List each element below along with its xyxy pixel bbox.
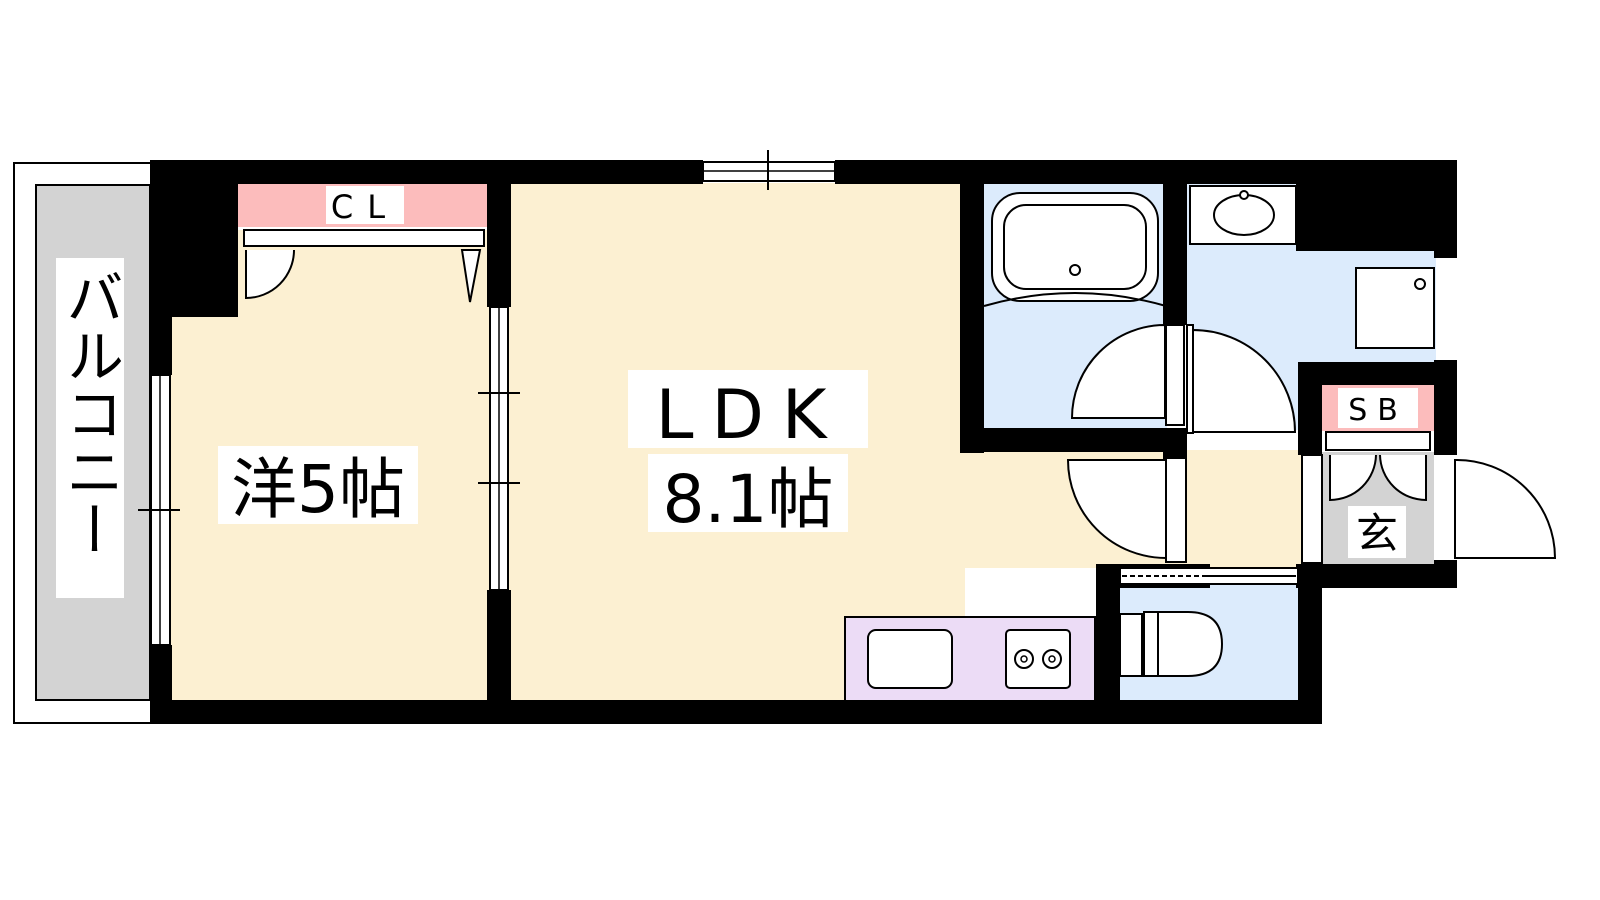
door-closet-right[interactable]: [460, 249, 482, 303]
shoebox-rail: [1325, 431, 1431, 451]
wall-bath-wash: [1163, 183, 1187, 325]
faucet-icon: [1239, 190, 1249, 200]
wall-entrance-bottom: [1296, 564, 1457, 588]
ldk-label: LDK: [656, 376, 845, 455]
ldk-area: 8.1帖: [663, 461, 834, 538]
balcony-label-bg: [56, 258, 124, 598]
wall-bath-bottom: [960, 428, 1175, 452]
shoebox-label: SB: [1348, 393, 1408, 428]
shoebox-label-bg: [1338, 388, 1418, 428]
wall-toilet-left: [1096, 564, 1120, 724]
burner-right-inner: [1048, 655, 1056, 663]
bedroom-label-bg: [218, 446, 418, 524]
wall-bedroom-ldk-top: [487, 183, 511, 307]
stove-panel: [1005, 629, 1071, 689]
doors: [245, 249, 1557, 560]
closet-rail: [243, 229, 485, 247]
toilet-tank: [1119, 613, 1143, 677]
door-shoebox-right[interactable]: [1379, 454, 1427, 502]
ldk-area-bg: [648, 454, 848, 532]
door-washroom[interactable]: [1192, 328, 1297, 433]
entrance-frame: [1301, 454, 1323, 564]
balcony-label: バルコニー: [56, 268, 124, 558]
wall-right: [1434, 160, 1457, 258]
wall-closet-pillar: [172, 183, 238, 317]
burner-right-icon: [1042, 649, 1062, 669]
washbasin-icon: [1213, 194, 1275, 236]
kitchen-sink-icon: [867, 629, 953, 689]
door-entrance[interactable]: [1454, 458, 1557, 559]
entrance-label-bg: [1348, 506, 1406, 558]
entrance-label: 玄: [1356, 509, 1398, 558]
closet-label: CL: [331, 188, 399, 226]
wall-left-upper: [150, 160, 172, 375]
ldk-label-bg: [628, 370, 868, 448]
walls: [150, 160, 1457, 724]
toilet-bowl-icon: [1143, 611, 1224, 677]
wall-bottom: [150, 700, 1322, 724]
burner-left-icon: [1014, 649, 1034, 669]
door-bathroom[interactable]: [1070, 323, 1166, 419]
door-bath-jamb: [1165, 324, 1185, 426]
burner-left-inner: [1020, 655, 1028, 663]
wall-top-left: [150, 160, 703, 184]
bathtub-drain-icon: [1069, 264, 1081, 276]
wall-bath-left: [960, 183, 984, 453]
wall-toilet-right: [1298, 586, 1322, 724]
wall-left-lower: [150, 645, 172, 724]
wall-top-right: [835, 160, 1457, 184]
door-shoebox-left[interactable]: [1329, 454, 1377, 502]
bathtub-inner: [1003, 204, 1147, 290]
door-closet-left[interactable]: [245, 249, 295, 300]
door-hall[interactable]: [1066, 459, 1167, 560]
wall-wash-pillar: [1296, 183, 1457, 251]
washing-machine-drain-icon: [1414, 278, 1426, 290]
wall-sb-top: [1298, 362, 1457, 385]
closet-label-bg: [326, 186, 404, 224]
bath-floor-edge: [983, 292, 1167, 307]
door-hall-jamb: [1165, 457, 1187, 563]
door-wash-jamb: [1186, 324, 1194, 434]
bedroom-label: 洋5帖: [231, 451, 405, 528]
